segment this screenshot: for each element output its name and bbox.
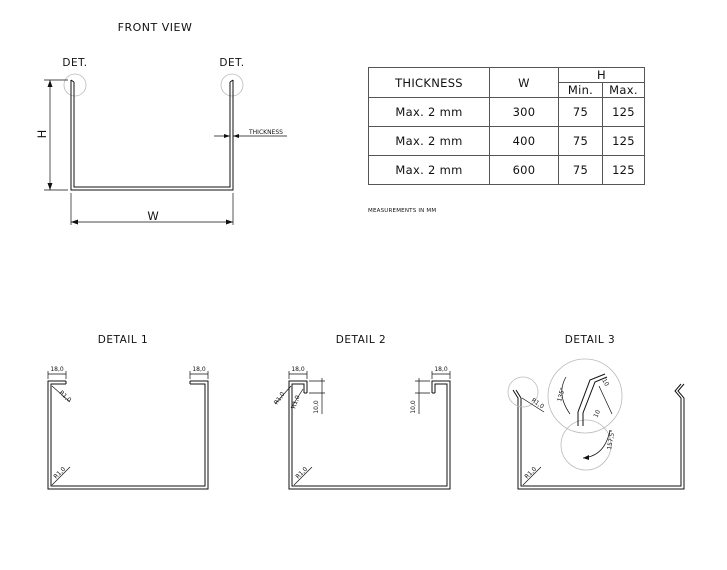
detail-1-profile-outer	[47, 380, 209, 490]
detail-3-angle-a: 135°	[556, 387, 567, 403]
detail-3-enlarged-edge-b	[582, 376, 608, 426]
detail-1-radius-bottom-leader	[51, 466, 71, 486]
detail-3-radius-top-leader	[521, 397, 545, 413]
detail-2-radius-a-leader	[274, 385, 292, 405]
det-label-right: DET.	[219, 57, 244, 69]
detail-3-radius-bottom: R1,0	[523, 466, 538, 481]
detail-2-dim-right-h-lines	[415, 378, 430, 414]
detail-1-radius-bottom: R1,0	[52, 466, 67, 481]
detail-3-callout-large	[547, 358, 623, 434]
thickness-arrows	[224, 134, 239, 138]
detail-3-callout-small	[507, 376, 539, 408]
detail-3-radius-top: R1,0	[530, 397, 545, 411]
detail-2-dim-left-h: 10,0	[313, 400, 320, 414]
dim-h-label: H	[35, 130, 49, 139]
det-label-left: DET.	[62, 57, 87, 69]
cell-thickness: Max. 2 mm	[368, 97, 490, 127]
detail-2-radius-b: R1,0	[290, 394, 301, 409]
table-header-row: THICKNESS W H	[368, 67, 645, 98]
detail-1: DETAIL 1 18,0 18,0 R1,0 R1,0	[47, 334, 209, 490]
cell-max: 125	[602, 155, 645, 185]
detail-3-len-b: 10	[592, 409, 602, 419]
dimension-table: THICKNESS W H Min. Max. Max. 2 mm 300 75…	[368, 67, 645, 185]
detail-1-profile-ends	[65, 381, 191, 384]
detail-2-dim-left-h-lines	[309, 378, 325, 414]
detail-1-radius-top-leader	[51, 385, 71, 403]
detail-3-angle-b-arrow	[583, 455, 589, 460]
u-profile-ends	[70, 79, 234, 83]
detail-1-dim-left-lines	[47, 371, 67, 379]
dim-w-lines	[70, 193, 234, 225]
detail-2-profile-outer	[288, 380, 451, 490]
detail-3-len-a-leader	[598, 385, 613, 415]
detail-3-callout-lower	[560, 419, 612, 471]
table-subheader-row: Min. Max.	[369, 82, 645, 98]
detail-1-title: DETAIL 1	[98, 334, 148, 346]
table-row: Max. 2 mm 300 75 125	[368, 97, 645, 127]
col-header-min: Min.	[558, 82, 603, 98]
measurements-note: MEASUREMENTS IN MM	[368, 208, 437, 214]
cell-w: 300	[489, 97, 559, 127]
detail-3-enlarged-edge-a	[577, 373, 606, 426]
table-row: Max. 2 mm 600 75 125	[368, 155, 645, 185]
col-header-thickness: THICKNESS	[368, 67, 490, 98]
detail-1-dim-right: 18,0	[192, 366, 206, 373]
cell-thickness: Max. 2 mm	[368, 126, 490, 156]
detail-2-dim-right-h: 10,0	[410, 400, 417, 414]
cell-max: 125	[602, 126, 645, 156]
detail-1-dim-left: 18,0	[50, 366, 64, 373]
col-header-w: W	[489, 67, 559, 98]
detail-2-radius-bottom-leader	[293, 466, 313, 486]
detail-2-title: DETAIL 2	[336, 334, 386, 346]
detail-3: DETAIL 3 135° 10 10 157,5° R1,0 R1,0	[507, 334, 685, 490]
detail-2-dim-left-top: 18,0	[291, 366, 305, 373]
cell-min: 75	[558, 126, 603, 156]
table-row: Max. 2 mm 400 75 125	[368, 126, 645, 156]
col-header-h: H	[558, 67, 645, 83]
detail-1-radius-top: R1,0	[58, 389, 73, 404]
thickness-label: THICKNESS	[248, 129, 283, 136]
dim-h-lines	[44, 79, 68, 191]
cell-thickness: Max. 2 mm	[368, 155, 490, 185]
detail-3-radius-bottom-leader	[522, 466, 542, 486]
detail-2-radius-b-leader	[290, 388, 304, 409]
front-view-title: FRONT VIEW	[118, 21, 193, 34]
detail-1-profile-inner	[50, 383, 206, 487]
cell-w: 600	[489, 155, 559, 185]
dim-w-label: W	[147, 209, 158, 223]
detail-2-profile-inner	[291, 383, 448, 487]
detail-2-dim-left-lines	[288, 371, 308, 379]
detail-2: DETAIL 2 18,0 18,0 R1,0 R1,0 10,0 10,0 R…	[273, 334, 451, 490]
u-profile-inner	[73, 82, 231, 188]
detail-callout-circle-right	[220, 73, 244, 97]
detail-callout-circle-left	[63, 73, 87, 97]
detail-2-dim-right-top: 18,0	[434, 366, 448, 373]
col-header-max: Max.	[602, 82, 645, 98]
cell-min: 75	[558, 97, 603, 127]
detail-3-angle-b-arc	[582, 429, 611, 459]
detail-3-profile-outer	[512, 383, 685, 490]
detail-2-radius-bottom: R1,0	[294, 466, 309, 481]
detail-3-len-a: 10	[600, 378, 610, 388]
detail-1-dim-right-lines	[189, 371, 209, 379]
cell-w: 400	[489, 126, 559, 156]
front-view: FRONT VIEW DET. DET. H W THICKNESS	[35, 21, 287, 225]
detail-3-profile-inner	[515, 383, 682, 487]
u-profile-outer	[70, 80, 234, 191]
cell-max: 125	[602, 97, 645, 127]
cell-min: 75	[558, 155, 603, 185]
detail-3-angle-a-arc	[561, 376, 571, 415]
detail-3-angle-b: 157,5°	[606, 429, 616, 450]
detail-2-dim-right-lines	[431, 371, 451, 379]
detail-3-title: DETAIL 3	[565, 334, 615, 346]
